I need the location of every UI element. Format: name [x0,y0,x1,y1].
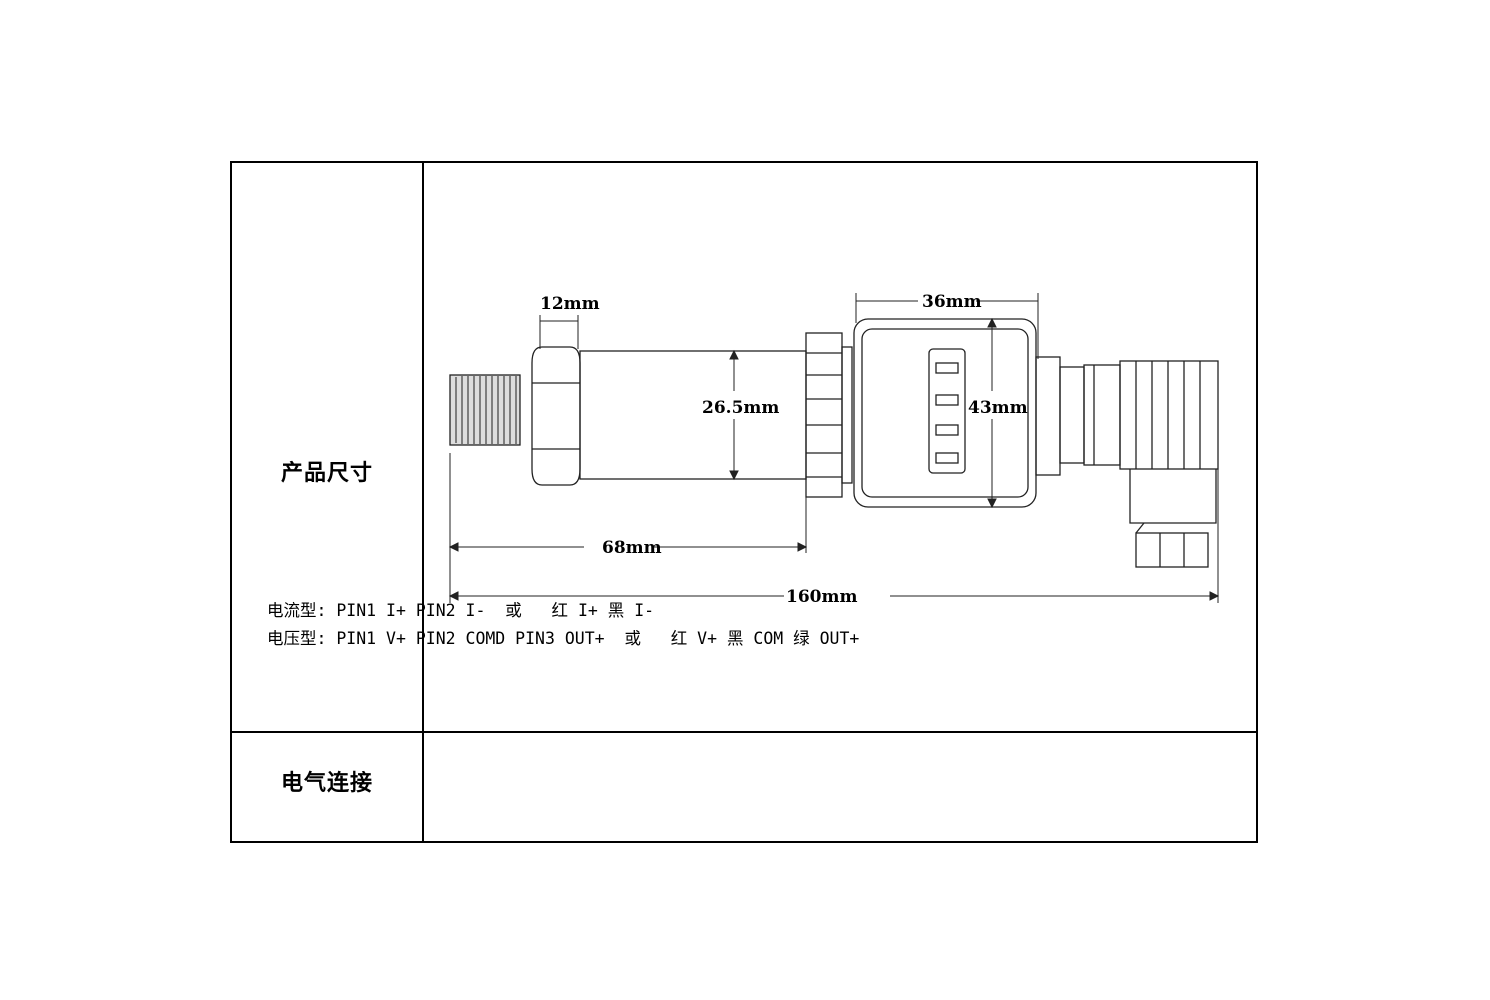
dim-body-diameter: 26.5mm [702,398,779,418]
spec-table: 产品尺寸 电气连接 [230,161,1258,843]
cable-connector [1083,360,1219,568]
hex-nut [531,346,581,486]
housing-neck [1035,356,1061,476]
dim-total-length: 160mm [786,587,857,607]
dimension-drawing: 12mm 36mm 26.5mm 43mm 68mm 160mm [448,292,1220,607]
electrical-connection-label: 电气连接 [280,771,373,796]
dim-length-to-housing: 68mm [602,538,662,558]
voltage-type-wiring: 电压型: PIN1 V+ PIN2 COMD PIN3 OUT+ 或 红 V+ … [267,629,860,648]
row-divider [232,731,1256,733]
thread-fitting [449,374,521,446]
union-nut [805,332,853,498]
dim-hex-width: 12mm [540,294,600,314]
product-size-label: 产品尺寸 [280,461,373,486]
column-divider [422,163,424,841]
cable-neck [1059,366,1085,464]
dim-housing-width: 36mm [922,292,982,312]
current-type-wiring: 电流型: PIN1 I+ PIN2 I- 或 红 I+ 黑 I- [267,601,655,620]
wiring-description: 电流型: PIN1 I+ PIN2 I- 或 红 I+ 黑 I- 电压型: PIN… [267,597,859,653]
dim-housing-height: 43mm [968,398,1028,418]
